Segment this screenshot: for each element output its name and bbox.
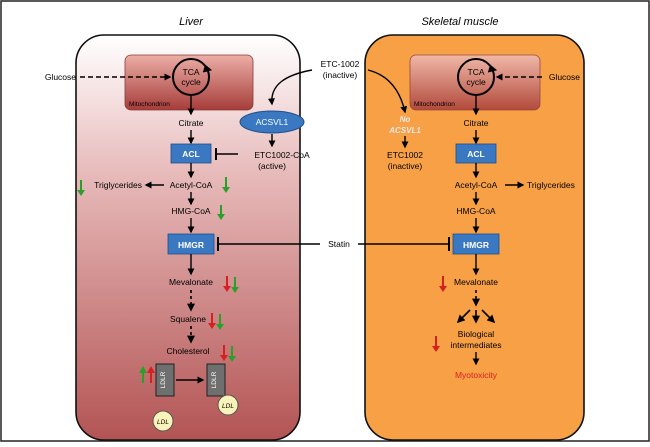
muscle-tca-label-1: TCA bbox=[468, 67, 485, 77]
etc1002-subtitle: (inactive) bbox=[323, 70, 358, 80]
muscle-acl-label: ACL bbox=[467, 149, 484, 159]
liver-tca-label-1: TCA bbox=[183, 67, 200, 77]
liver-squalene: Squalene bbox=[170, 314, 206, 324]
muscle-myotoxicity: Myotoxicity bbox=[455, 370, 498, 380]
muscle-bio-label-1: Biological bbox=[458, 329, 494, 339]
liver-mevalonate-down-green-head bbox=[231, 287, 239, 293]
muscle-mevalonate-down-red-head bbox=[439, 286, 447, 292]
ldlr-up-green-head bbox=[139, 366, 147, 373]
ldlr-up-red-head bbox=[147, 366, 155, 373]
acsvl1-ellipse bbox=[239, 110, 305, 134]
muscle-branch-right bbox=[481, 309, 496, 324]
muscle-hmg-coa: HMG-CoA bbox=[456, 206, 496, 216]
ldlr-label-2: LDLR bbox=[211, 371, 218, 388]
liver-triglycerides: Triglycerides bbox=[94, 180, 142, 190]
muscle-etc1002-label-1: ETC1002 bbox=[387, 150, 423, 160]
liver-squalene-down-red-head bbox=[208, 323, 216, 329]
ldlr-box-2 bbox=[206, 363, 226, 397]
ldl-particle-bound bbox=[217, 394, 239, 416]
statin-label: Statin bbox=[328, 239, 350, 249]
liver-acl-label: ACL bbox=[182, 149, 199, 159]
liver-mito-label: Mitochondrion bbox=[129, 101, 170, 108]
muscle-tca-circle bbox=[457, 58, 495, 96]
etc1002-title: ETC-1002 bbox=[321, 59, 360, 69]
ldlr-box-1 bbox=[155, 363, 175, 397]
muscle-citrate: Citrate bbox=[463, 118, 488, 128]
acsvl1-label: ACSVL1 bbox=[256, 117, 289, 127]
etc1002-to-muscle-arrow bbox=[367, 69, 408, 114]
liver-cholesterol-down-red-head bbox=[220, 355, 228, 361]
liver-glucose: Glucose bbox=[45, 72, 76, 82]
muscle-tca-arrowhead bbox=[487, 64, 498, 73]
muscle-branch-left bbox=[456, 309, 471, 324]
etc1002-to-acsvl1-arrow bbox=[267, 69, 313, 106]
muscle-tca-label-2: cycle bbox=[466, 77, 486, 87]
ldl-label-free: LDL bbox=[157, 419, 169, 426]
muscle-etc1002-label-2: (inactive) bbox=[388, 161, 423, 171]
liver-hmgcoa-down-green-head bbox=[217, 214, 225, 220]
liver-hmgr-label: HMGR bbox=[178, 240, 204, 250]
ldl-label-bound: LDL bbox=[222, 403, 234, 410]
liver-triglycerides-down-green-head bbox=[77, 190, 85, 196]
etc-coa-label-2: (active) bbox=[258, 161, 286, 171]
muscle-hmgr-label: HMGR bbox=[463, 240, 489, 250]
liver-tca-arrowhead bbox=[202, 64, 213, 73]
muscle-mevalonate: Mevalonate bbox=[454, 277, 498, 287]
muscle-bio-label-2: intermediates bbox=[450, 340, 501, 350]
liver-cholesterol: Cholesterol bbox=[167, 346, 210, 356]
liver-hmg-coa: HMG-CoA bbox=[171, 206, 211, 216]
muscle-glucose: Glucose bbox=[549, 72, 580, 82]
ldl-particle-free bbox=[152, 410, 174, 432]
no-acsvl1-label-1: No bbox=[400, 115, 411, 124]
ldlr-label-1: LDLR bbox=[160, 371, 167, 388]
liver-tca-label-2: cycle bbox=[181, 77, 201, 87]
liver-acetyl-coa: Acetyl-CoA bbox=[170, 180, 213, 190]
muscle-acetyl-coa: Acetyl-CoA bbox=[455, 180, 498, 190]
muscle-triglycerides: Triglycerides bbox=[527, 180, 575, 190]
liver-citrate: Citrate bbox=[178, 118, 203, 128]
liver-acetyl-down-green-head bbox=[222, 187, 230, 193]
liver-cholesterol-down-green-head bbox=[228, 356, 236, 362]
liver-mevalonate: Mevalonate bbox=[169, 277, 213, 287]
liver-tca-circle bbox=[172, 58, 210, 96]
muscle-mito-label: Mitochondrion bbox=[414, 101, 455, 108]
liver-mevalonate-down-red-head bbox=[223, 286, 231, 292]
liver-title: Liver bbox=[179, 16, 204, 28]
no-acsvl1-label-2: ACSVL1 bbox=[388, 126, 421, 135]
etc-coa-label-1: ETC1002-CoA bbox=[254, 150, 310, 160]
muscle-bio-down-red-head bbox=[432, 346, 440, 352]
liver-squalene-down-green-head bbox=[216, 324, 224, 330]
muscle-title: Skeletal muscle bbox=[421, 16, 498, 28]
